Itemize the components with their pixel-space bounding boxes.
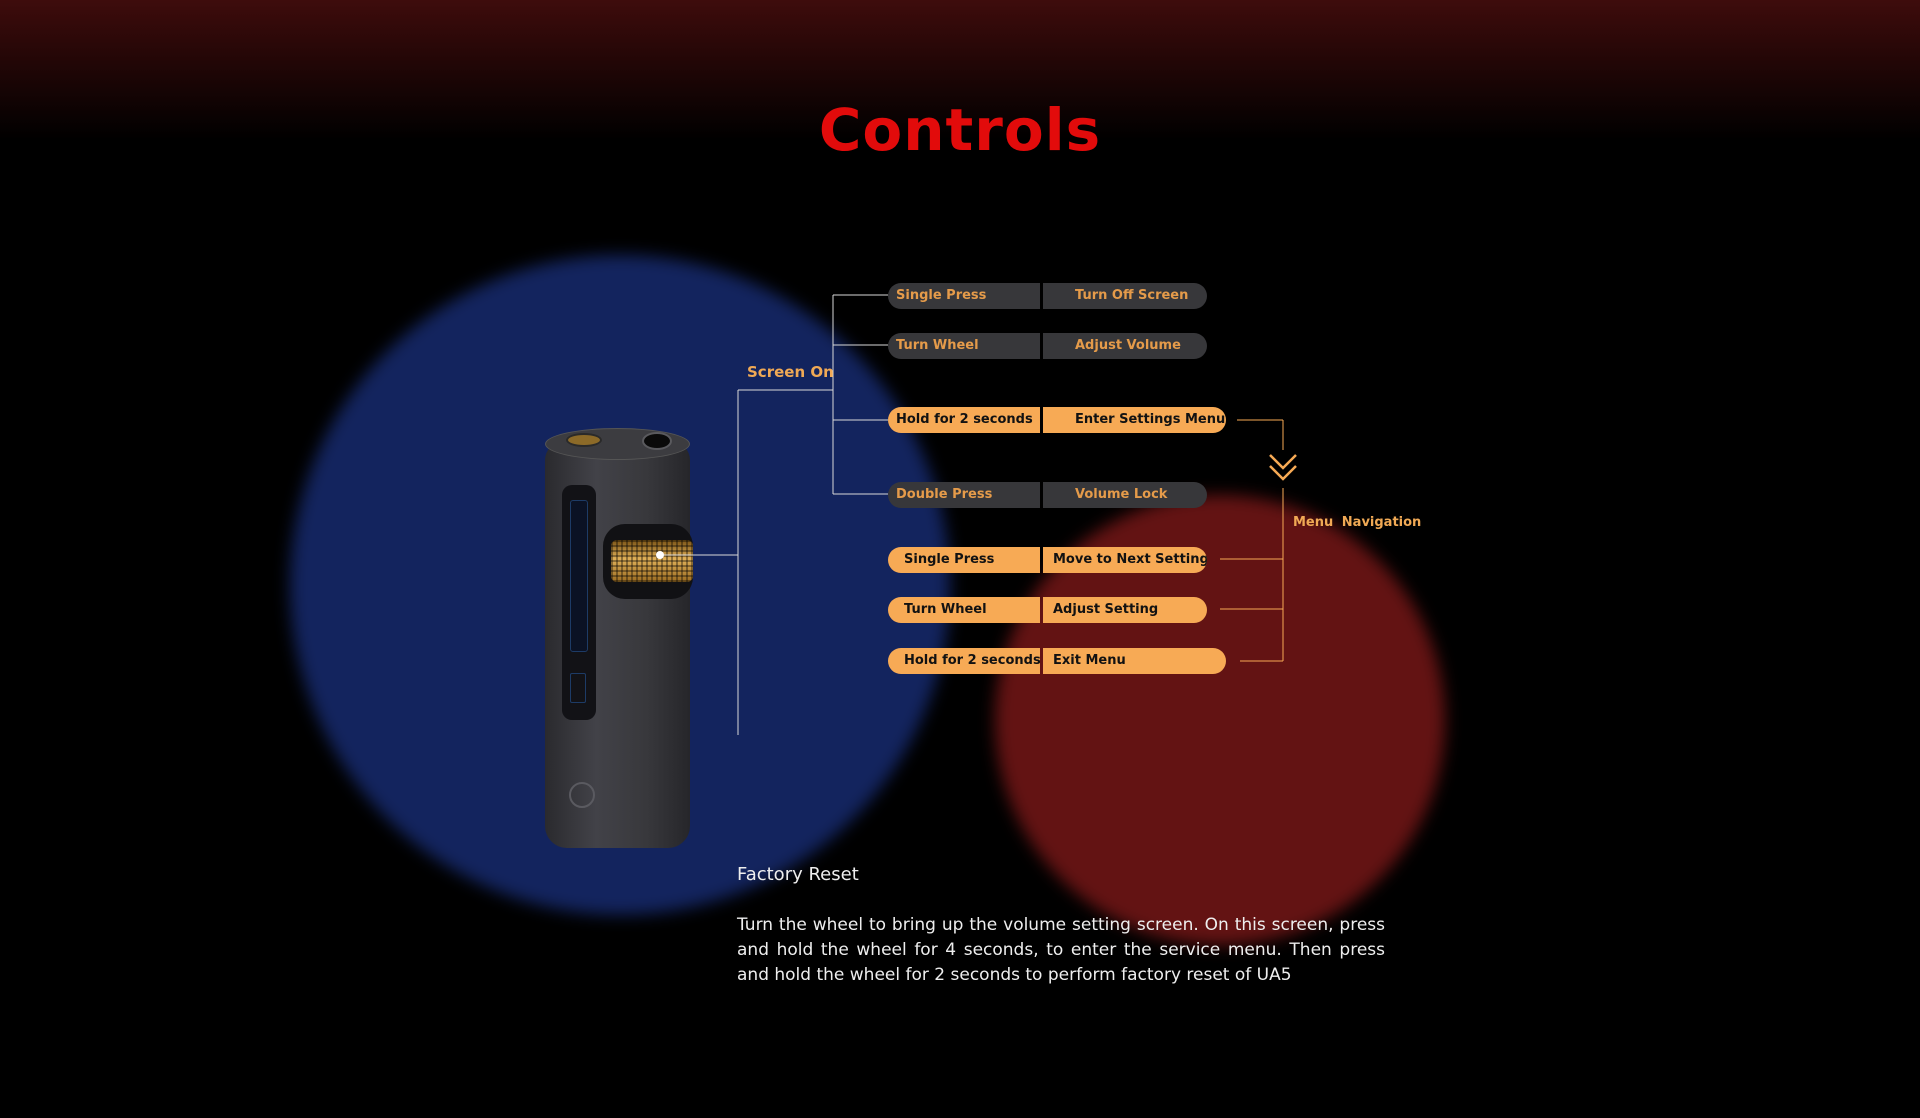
menu-nav-action-single-press: Single Press: [888, 547, 1040, 573]
device-control-wheel: [611, 540, 693, 582]
menu-nav-result-adjust-setting: Adjust Setting: [1043, 597, 1207, 623]
screen-on-action-hold: Hold for 2 seconds: [888, 407, 1040, 433]
factory-reset-title: Factory Reset: [737, 864, 859, 885]
screen-on-result-volume-lock: Volume Lock: [1043, 482, 1207, 508]
page-title: Controls: [818, 96, 1102, 164]
device-illustration: [545, 428, 693, 848]
menu-nav-action-hold: Hold for 2 seconds: [888, 648, 1040, 674]
double-chevron-down-icon: [1269, 454, 1297, 481]
device-indicator: [570, 673, 586, 703]
screen-on-result-turn-off-screen: Turn Off Screen: [1043, 283, 1207, 309]
factory-reset-description: Turn the wheel to bring up the volume se…: [737, 915, 1385, 985]
device-port-icon: [566, 433, 602, 447]
screen-on-action-single-press: Single Press: [888, 283, 1040, 309]
device-top-cap: [545, 428, 690, 460]
screen-on-result-enter-settings: Enter Settings Menu: [1043, 407, 1226, 433]
wheel-point-icon: [656, 551, 664, 559]
screen-on-label: Screen On: [747, 363, 834, 381]
menu-navigation-label: Menu Navigation: [1293, 515, 1422, 530]
top-glow: [0, 0, 1920, 140]
menu-nav-result-next-setting: Move to Next Setting: [1043, 547, 1207, 573]
screen-on-action-double-press: Double Press: [888, 482, 1040, 508]
screen-on-result-adjust-volume: Adjust Volume: [1043, 333, 1207, 359]
menu-nav-result-exit-menu: Exit Menu: [1043, 648, 1226, 674]
menu-nav-action-turn-wheel: Turn Wheel: [888, 597, 1040, 623]
device-body: [545, 442, 690, 848]
device-logo-icon: [569, 782, 595, 808]
device-screen: [570, 500, 588, 652]
device-display-panel: [562, 485, 596, 720]
screen-on-action-turn-wheel: Turn Wheel: [888, 333, 1040, 359]
device-headphone-jack-icon: [642, 432, 672, 450]
